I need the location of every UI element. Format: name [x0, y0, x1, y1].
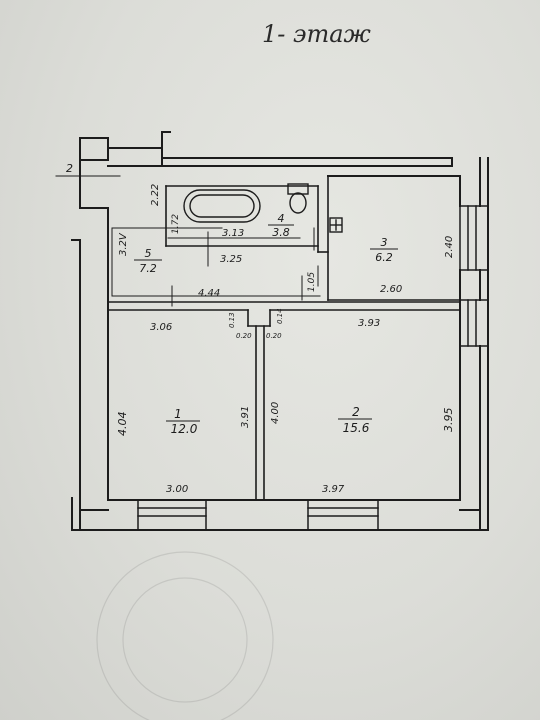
stamp-mark	[96, 551, 274, 720]
dim-label: 2.22	[150, 184, 161, 206]
dim-label: 2.40	[444, 236, 455, 258]
dim-label: 3.97	[322, 484, 345, 495]
interior-walls	[107, 175, 461, 501]
dim-label: 3.00	[166, 484, 188, 495]
floor-title: 1- этаж	[262, 20, 372, 48]
dimension-lines	[55, 175, 321, 307]
room-label-3: 3 6.2	[370, 236, 398, 264]
dim-label: 0.14	[276, 308, 284, 324]
dim-label: 2	[66, 162, 73, 175]
dim-label: 3.06	[150, 322, 172, 333]
room-label-4: 4 3.8	[268, 212, 294, 239]
room-label-5: 5 7.2	[134, 247, 162, 275]
dim-label: 2.60	[380, 284, 402, 295]
dim-label: 0.20	[236, 332, 252, 340]
room-number: 3	[381, 236, 388, 249]
dim-label: 0.20	[266, 332, 282, 340]
room-area: 12.0	[171, 422, 198, 436]
outer-walls	[71, 131, 489, 531]
dim-label: 4.04	[116, 412, 129, 437]
room-label-2: 2 15.6	[338, 405, 372, 435]
room-area: 7.2	[139, 262, 157, 275]
bathtub-icon	[183, 189, 261, 223]
dim-label: 3.93	[358, 318, 380, 329]
room-number: 5	[145, 247, 152, 260]
dim-label: 3.2V	[118, 232, 129, 256]
dim-label: 1.05	[307, 272, 317, 292]
dim-label: 3.13	[222, 228, 244, 239]
room-area: 3.8	[272, 226, 290, 239]
sink-icon	[329, 217, 343, 233]
room-area: 15.6	[343, 421, 370, 435]
dim-label: 4.00	[270, 402, 281, 424]
room-area: 6.2	[375, 251, 393, 264]
room-label-1: 1 12.0	[166, 407, 200, 436]
room-number: 2	[352, 405, 360, 419]
dim-label: 3.25	[220, 254, 242, 265]
dim-label: 3.95	[442, 408, 455, 433]
dimension-labels: 2 2.22 1.72 3.2V 3.13 3.25 2.40 1.05 4.4…	[66, 162, 455, 495]
dim-label: 1.72	[171, 214, 181, 234]
windows	[137, 205, 489, 531]
toilet-icon	[287, 183, 309, 214]
dim-label: 3.91	[240, 406, 251, 428]
dim-label: 0.13	[228, 312, 236, 328]
room-number: 4	[278, 212, 285, 225]
room-number: 1	[174, 407, 182, 421]
dim-label: 4.44	[198, 288, 220, 299]
